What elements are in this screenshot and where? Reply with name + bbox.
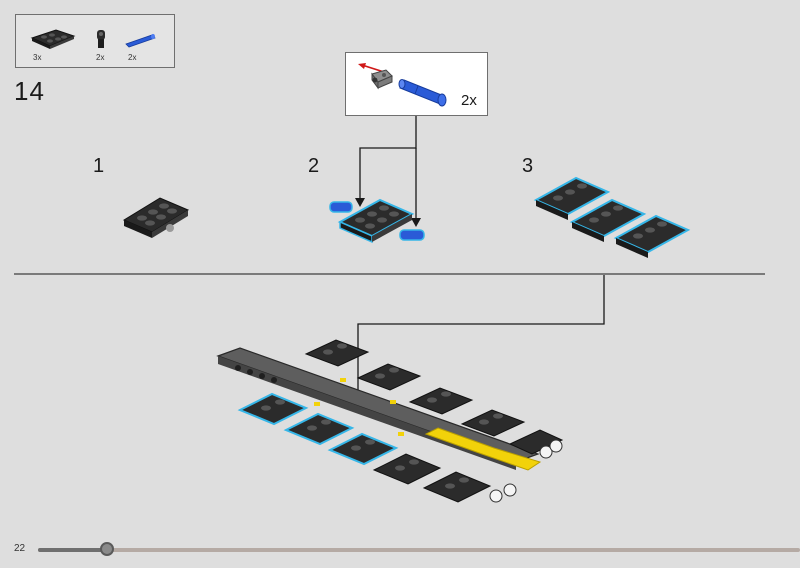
pin-connector-icon [371,69,393,90]
callout-quantity: 2x [461,92,477,109]
parts-quantity: 3x [33,53,42,62]
blue-axle-pin-icon [398,79,447,107]
parts-quantity: 2x [128,53,137,62]
three-plates-assembly-icon [533,176,691,258]
pin-connector-icon [97,30,105,48]
callout-box [345,52,488,116]
chassis-assembly-illustration [216,339,564,503]
substep-label: 2 [308,155,320,177]
progress-handle[interactable] [100,542,114,556]
step-number: 14 [14,76,45,106]
blue-axle-pin-icon [125,33,156,48]
substep-label: 3 [522,155,534,177]
plate-with-pin-holes-icon [122,197,190,238]
progress-track [38,548,800,552]
substep-label: 1 [93,155,105,177]
plate-with-pin-holes-icon [30,29,76,49]
plate-with-blue-pins-icon [329,198,425,244]
progress-fill [38,548,107,552]
page-number: 22 [14,543,26,554]
parts-quantity: 2x [96,53,105,62]
insert-direction-arrow-icon [358,63,385,73]
section-divider [14,273,765,275]
